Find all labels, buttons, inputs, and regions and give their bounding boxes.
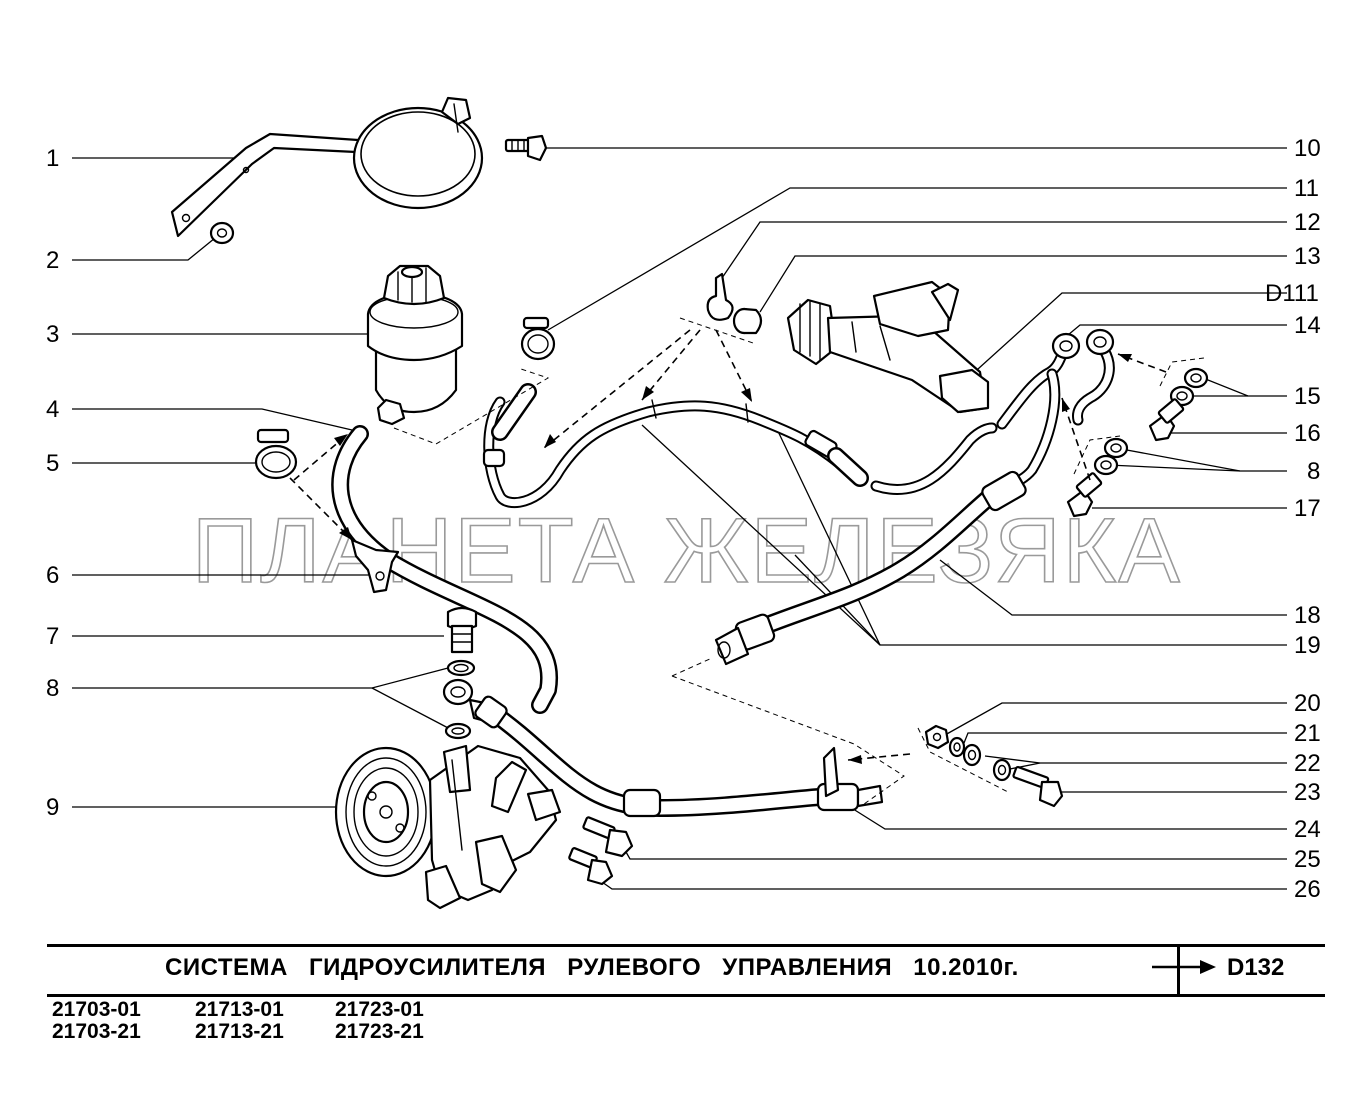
banjo-bolt-part-7 <box>446 606 478 654</box>
callout-20: 20 <box>1294 690 1321 717</box>
callouts-right: 10 11 12 13 D111 14 15 16 8 17 18 19 20 … <box>1265 135 1321 903</box>
reservoir-bracket-part <box>170 96 484 238</box>
pressure-hose-lower-part <box>474 695 884 818</box>
callout-d111: D111 <box>1265 280 1319 307</box>
callout-12: 12 <box>1294 209 1321 236</box>
bolt-part-23 <box>1012 765 1064 808</box>
callout-2: 2 <box>46 247 59 274</box>
callout-8-right: 8 <box>1307 458 1320 485</box>
hose-clamp-part-11 <box>520 316 556 361</box>
callout-19: 19 <box>1294 632 1321 659</box>
callout-5: 5 <box>46 450 59 477</box>
sealing-washers-15 <box>1169 367 1209 407</box>
return-pipe-assembly-part <box>482 383 998 508</box>
power-steering-pump-part <box>334 744 562 910</box>
callout-15: 15 <box>1294 383 1321 410</box>
callout-13: 13 <box>1294 243 1321 270</box>
leader-lines <box>72 147 1287 890</box>
washer-part-2 <box>209 221 235 245</box>
page-code: D132 <box>1227 954 1285 981</box>
hose-holder-bracket-part <box>350 538 400 594</box>
model-code: 21723-01 <box>335 998 424 1021</box>
pump-bolt-part-26 <box>568 847 614 886</box>
arrow-right-icon <box>1152 960 1216 974</box>
bolt-part-10 <box>504 134 548 162</box>
banjo-bolt-part-17 <box>1066 472 1103 518</box>
callout-26: 26 <box>1294 876 1321 903</box>
steering-rack-reference <box>786 280 990 414</box>
model-code: 21703-21 <box>52 1020 141 1043</box>
callout-1: 1 <box>46 145 59 172</box>
callout-22: 22 <box>1294 750 1321 777</box>
banjo-bolt-part-16 <box>1148 398 1185 442</box>
callout-24: 24 <box>1294 816 1321 843</box>
rack-pipes-part <box>996 328 1115 494</box>
model-code: 21723-21 <box>335 1020 424 1043</box>
document-title: СИСТЕМА ГИДРОУСИЛИТЕЛЯ РУЛЕВОГО УПРАВЛЕН… <box>165 954 1019 981</box>
sealing-washers-left <box>444 659 476 740</box>
sealing-washers-right <box>1093 437 1129 476</box>
callouts-left: 1 2 3 4 5 6 7 8 9 <box>46 145 59 821</box>
pump-bolt-part-25 <box>582 816 634 858</box>
callout-18: 18 <box>1294 602 1321 629</box>
title-block: СИСТЕМА ГИДРОУСИЛИТЕЛЯ РУЛЕВОГО УПРАВЛЕН… <box>47 944 1325 997</box>
return-hose-part <box>331 425 559 714</box>
callout-4: 4 <box>46 396 59 423</box>
model-code: 21713-01 <box>195 998 284 1021</box>
callout-21: 21 <box>1294 720 1321 747</box>
callout-14: 14 <box>1294 312 1321 339</box>
title-divider <box>1177 947 1180 994</box>
callout-8-left: 8 <box>46 675 59 702</box>
pressure-hose-upper-part <box>714 470 1027 666</box>
washer-part-22 <box>992 758 1012 782</box>
callout-16: 16 <box>1294 420 1321 447</box>
hose-clamp-part-5 <box>254 428 298 480</box>
nut-part-20 <box>924 724 950 750</box>
hose-support-bracket <box>822 746 840 798</box>
assembly-guides <box>289 317 1205 805</box>
fluid-reservoir-part <box>366 264 464 426</box>
callout-9: 9 <box>46 794 59 821</box>
callout-7: 7 <box>46 623 59 650</box>
grommet-part-13 <box>732 307 763 335</box>
callout-17: 17 <box>1294 495 1321 522</box>
callout-11: 11 <box>1294 175 1319 202</box>
pipe-clip-part-12 <box>706 272 734 321</box>
model-code: 21713-21 <box>195 1020 284 1043</box>
callout-10: 10 <box>1294 135 1321 162</box>
callout-25: 25 <box>1294 846 1321 873</box>
callout-6: 6 <box>46 562 59 589</box>
callout-23: 23 <box>1294 779 1321 806</box>
callout-3: 3 <box>46 321 59 348</box>
model-code: 21703-01 <box>52 998 141 1021</box>
washer-part-21 <box>948 736 982 767</box>
